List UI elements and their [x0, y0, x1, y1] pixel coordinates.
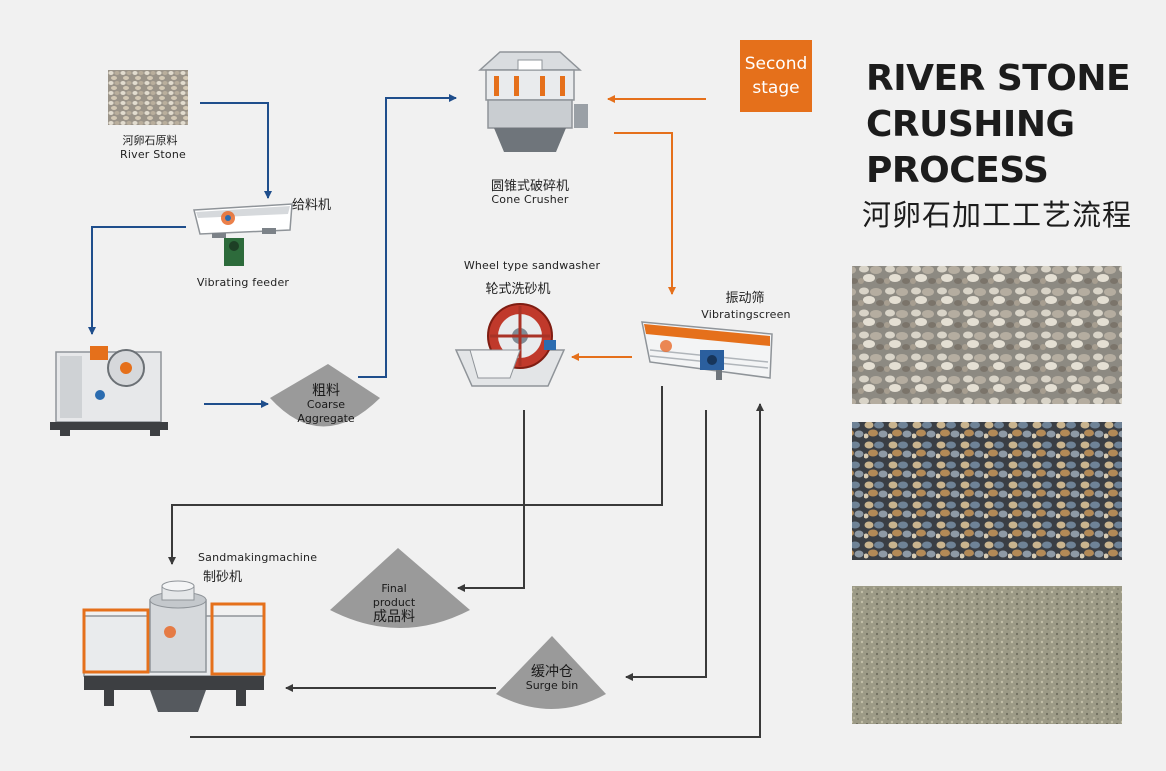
pebble-photo-large	[852, 266, 1122, 404]
vibrating-screen-label-en: Vibratingscreen	[701, 308, 791, 321]
coarse-aggregate-en-2: Aggregate	[297, 412, 355, 425]
vibrating-screen-icon	[641, 321, 773, 380]
second-stage-badge: Second stage	[740, 40, 812, 112]
surge-bin-en: Surge bin	[525, 679, 579, 692]
blue-flow-arrows	[88, 94, 457, 408]
title-line-2: CRUSHING	[866, 104, 1075, 145]
surge-bin-pile	[496, 636, 606, 709]
coarse-aggregate-label: 粗料 Coarse Aggregate	[297, 384, 354, 426]
chinese-title: 河卵石加工工艺流程	[862, 198, 1133, 232]
sand-washer-icon	[454, 303, 566, 387]
surge-bin-label: 缓冲仓 Surge bin	[526, 665, 579, 693]
coarse-aggregate-en-1: Coarse	[306, 398, 346, 411]
final-product-en-2: product	[372, 596, 416, 609]
river-stone-label-cn: 河卵石原料	[122, 134, 178, 147]
title-line-3: PROCESS	[866, 150, 1049, 191]
sand-washer-label-en: Wheel type sandwasher	[463, 259, 601, 272]
stage-label-line-1: Second	[744, 54, 808, 74]
stage-label-line-2: stage	[752, 78, 800, 98]
river-stone-label-en: River Stone	[120, 148, 186, 161]
dark-flow-arrows	[168, 386, 764, 738]
feeder-label-en: Vibrating feeder	[196, 276, 290, 289]
final-product-cn: 成品料	[373, 609, 415, 625]
sand-making-label-en: Sandmakingmachine	[198, 551, 318, 564]
surge-bin-cn: 缓冲仓	[530, 664, 573, 680]
coarse-aggregate-pile	[270, 364, 380, 427]
coarse-aggregate-cn: 粗料	[312, 383, 340, 399]
feeder-label-cn: 给料机	[292, 198, 332, 213]
final-product-label: Final product 成品料	[373, 582, 415, 624]
orange-flow-arrows	[571, 95, 706, 361]
sand-making-machine-icon	[82, 580, 266, 712]
sand-photo	[852, 586, 1122, 724]
pebble-photo-colored	[852, 422, 1122, 560]
cone-crusher-label-en: Cone Crusher	[491, 193, 569, 206]
main-title: RIVER STONE CRUSHING PROCESS	[866, 56, 1131, 194]
sand-making-label-cn: 制砂机	[203, 570, 243, 585]
vibrating-screen-label-cn: 振动筛	[725, 291, 765, 306]
river-stone-photo	[108, 70, 188, 125]
title-line-1: RIVER STONE	[866, 58, 1131, 99]
final-product-pile	[330, 548, 470, 628]
vibrating-feeder-icon	[193, 203, 293, 266]
final-product-en-1: Final	[381, 582, 407, 595]
jaw-crusher-icon	[50, 346, 168, 436]
sand-washer-label-cn: 轮式洗砂机	[485, 282, 551, 297]
cone-crusher-label-cn: 圆锥式破碎机	[490, 179, 570, 194]
cone-crusher-icon	[478, 51, 588, 152]
